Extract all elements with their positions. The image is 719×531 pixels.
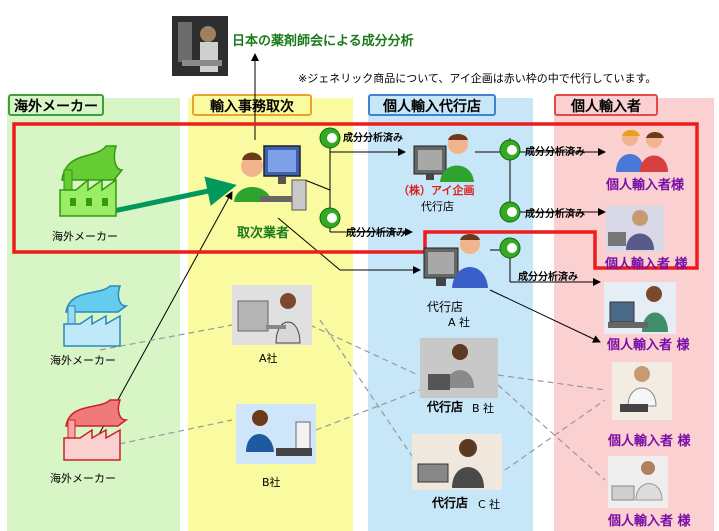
analysis-photo-icon — [172, 16, 228, 76]
analysis-tag-3: 成分分析済み — [525, 147, 585, 158]
analysis-badge-icon-3 — [499, 139, 521, 161]
column-header-import-agent: 輸入事務取次 — [192, 94, 312, 116]
store-ai-kikaku-label: 代行店 — [421, 200, 454, 213]
store-c-label: 代行店 — [432, 496, 469, 510]
person-label-2: 個人輸入者 様 — [605, 257, 688, 272]
store-b-sub: B 社 — [472, 402, 495, 415]
agent-a-photo-icon — [232, 285, 312, 345]
person-label-3: 個人輸入者 様 — [607, 338, 690, 353]
store-b-label: 代行店 — [427, 400, 464, 414]
analysis-badge-icon-1 — [319, 127, 341, 149]
factory-green-icon — [59, 145, 124, 217]
analysis-tag-2: 成分分析済み — [346, 228, 406, 239]
agent-b-label: B社 — [262, 476, 281, 489]
agent-label: 取次業者 — [237, 226, 290, 241]
store-b-photo-icon — [420, 338, 498, 398]
store-ai-kikaku-icon — [413, 134, 474, 182]
person-couple-icon — [616, 130, 668, 172]
analysis-badge-icon-4 — [499, 201, 521, 223]
maker-label-1: 海外メーカー — [52, 230, 118, 243]
store-c-photo-icon — [412, 434, 502, 490]
analysis-badge-icon-5 — [499, 237, 521, 259]
maker-label-3: 海外メーカー — [50, 472, 116, 485]
agent-worker-icon — [234, 145, 307, 211]
person-label-4: 個人輸入者 様 — [608, 434, 691, 449]
factory-red-icon — [63, 399, 129, 461]
person-photo-3-icon — [604, 282, 676, 334]
arrow-maker-to-agent — [103, 176, 237, 216]
column-header-personal-importer: 個人輸入者 — [554, 94, 658, 116]
note-text: ※ジェネリック商品について、アイ企画は赤い枠の中で代行しています。 — [298, 72, 657, 85]
maker-label-2: 海外メーカー — [50, 354, 116, 367]
red-frame — [12, 122, 699, 270]
analysis-tag-1: 成分分析済み — [343, 133, 403, 144]
store-a-label: 代行店 — [427, 300, 464, 314]
dashed-links — [99, 319, 606, 481]
person-photo-5-icon — [608, 456, 668, 508]
analysis-badge-icon-2 — [319, 207, 341, 229]
analysis-title: 日本の薬剤師会による成分分析 — [232, 34, 414, 49]
column-header-proxy-store: 個人輸入代行店 — [368, 94, 496, 116]
store-c-sub: C 社 — [478, 498, 501, 511]
analysis-tag-5: 成分分析済み — [518, 272, 578, 283]
agent-a-label: A社 — [259, 352, 278, 365]
analysis-tag-4: 成分分析済み — [525, 209, 585, 220]
store-a-icon — [423, 234, 488, 288]
person-label-1: 個人輸入者様 — [606, 178, 685, 193]
person-label-5: 個人輸入者 様 — [608, 514, 691, 529]
person-photo-4-icon — [612, 362, 672, 420]
store-ai-kikaku-company: （株）アイ企画 — [398, 184, 475, 197]
store-a-sub: A 社 — [448, 316, 471, 329]
person-photo-2-icon — [606, 206, 664, 252]
factory-blue-icon — [63, 285, 129, 347]
agent-b-photo-icon — [236, 404, 316, 464]
column-header-overseas-maker: 海外メーカー — [8, 94, 104, 116]
